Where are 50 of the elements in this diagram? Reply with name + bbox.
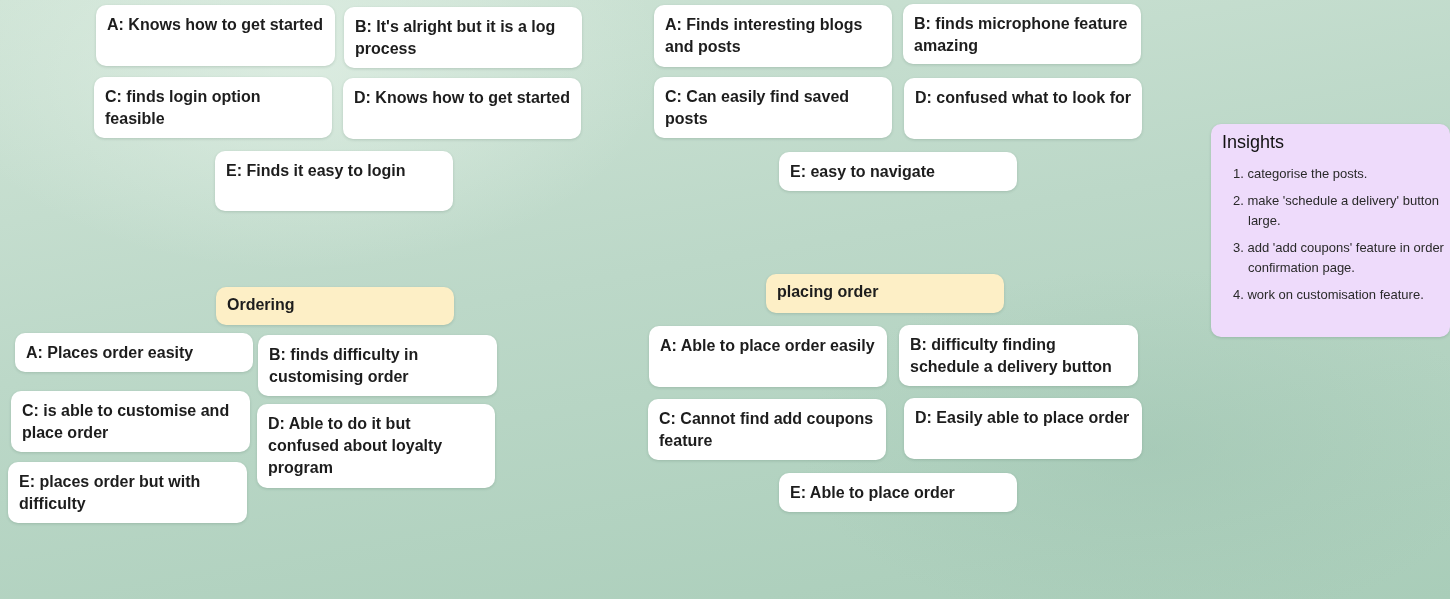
sticky-note: [343, 78, 581, 139]
sticky-note: [258, 335, 497, 396]
sticky-note: [899, 325, 1138, 386]
note-text: C: is able to customise and place order: [22, 401, 231, 443]
sticky-note: [903, 4, 1141, 64]
note-text: E: easy to navigate: [790, 162, 936, 182]
sticky-note: [94, 77, 332, 138]
sticky-note: [215, 151, 453, 211]
note-text: E: Finds it easy to login: [226, 161, 407, 181]
insight-item: 3. add 'add coupons' feature in order confirmation page.: [1233, 239, 1444, 277]
group-heading: Ordering: [227, 295, 296, 315]
note-text: E: Able to place order: [790, 483, 956, 503]
note-text: B: difficulty finding schedule a delivery button: [910, 335, 1113, 377]
note-text: C: Can easily find saved posts: [665, 87, 851, 129]
sticky-note: [96, 5, 335, 66]
note-text: A: Places order easity: [26, 343, 195, 363]
insight-item: 1. categorise the posts.: [1233, 165, 1369, 183]
note-text: D: Knows how to get started: [354, 88, 571, 108]
sticky-note: [649, 326, 887, 387]
insight-item: 2. make 'schedule a delivery' button large.: [1233, 192, 1440, 230]
sticky-note: [648, 399, 886, 460]
sticky-note: [11, 391, 250, 452]
sticky-note: [779, 473, 1017, 512]
insight-item: 4. work on customisation feature.: [1233, 286, 1425, 304]
group-heading: placing order: [777, 282, 880, 302]
sticky-note: [344, 7, 582, 68]
note-text: B: It's alright but it is a log process: [355, 17, 557, 59]
sticky-note: [8, 462, 247, 523]
sticky-note: [904, 398, 1142, 459]
note-text: D: confused what to look for: [915, 88, 1132, 108]
note-text: C: finds login option feasible: [105, 87, 262, 129]
note-text: E: places order but with difficulty: [19, 472, 202, 514]
note-text: A: Knows how to get started: [107, 15, 324, 35]
sticky-note: [654, 77, 892, 138]
note-text: D: Able to do it but confused about loyalty program: [268, 414, 444, 478]
sticky-note: [654, 5, 892, 67]
note-text: D: Easily able to place order: [915, 408, 1131, 428]
group-header-note: [216, 287, 454, 325]
sticky-note: [15, 333, 253, 372]
note-text: A: Able to place order easily: [660, 336, 876, 356]
insights-panel: [1211, 124, 1450, 337]
panel-heading: Insights: [1222, 131, 1285, 154]
group-header-note: [766, 274, 1004, 313]
sticky-note: [904, 78, 1142, 139]
note-text: A: Finds interesting blogs and posts: [665, 15, 864, 57]
note-text: B: finds difficulty in customising order: [269, 345, 420, 387]
note-text: C: Cannot find add coupons feature: [659, 409, 875, 451]
note-text: B: finds microphone feature amazing: [914, 14, 1129, 56]
sticky-note: [257, 404, 495, 488]
sticky-note: [779, 152, 1017, 191]
